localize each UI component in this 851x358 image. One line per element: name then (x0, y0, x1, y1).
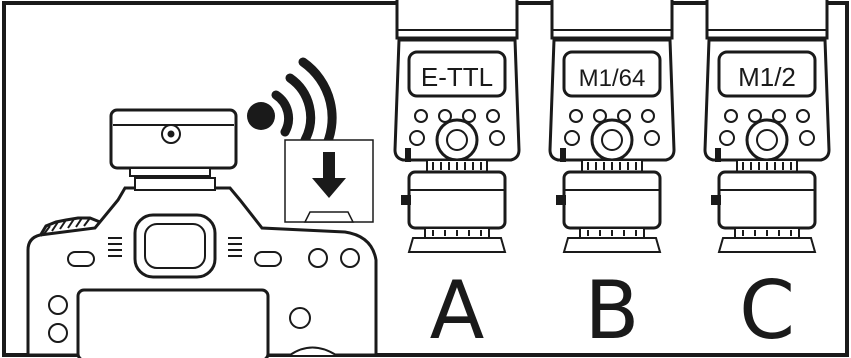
flash-c-label: C (739, 264, 795, 357)
flash-b-mode-display: M1/64 (579, 65, 646, 92)
flash-a-mode-display: E-TTL (421, 62, 493, 92)
flash-a-label: A (430, 264, 485, 357)
flash-unit-b: M1/64 B (550, 0, 674, 357)
transmitter-icon (111, 110, 236, 176)
flash-unit-a: E-TTL A (395, 0, 519, 357)
press-button-icon (285, 140, 373, 222)
flash-c-mode-display: M1/2 (738, 62, 796, 92)
flash-unit-c: M1/2 C (705, 0, 829, 357)
wireless-signal-icon (247, 62, 332, 150)
flash-b-label: B (585, 264, 640, 357)
